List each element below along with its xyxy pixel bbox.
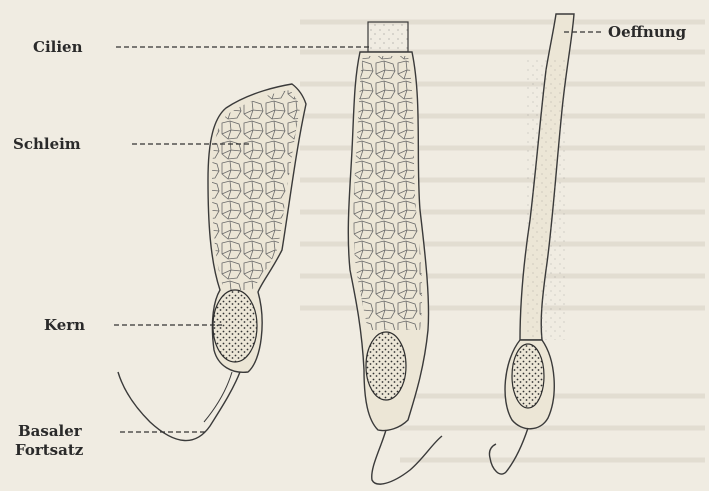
cell-middle-mucus bbox=[353, 56, 422, 330]
cell-left-mucus bbox=[212, 90, 300, 290]
cell-middle-basal-process bbox=[372, 430, 442, 484]
cell-right-nucleus bbox=[512, 344, 544, 408]
goblet-cell-left bbox=[118, 84, 306, 441]
label-basaler: Basaler bbox=[18, 422, 82, 440]
goblet-cell-middle bbox=[348, 22, 442, 484]
cell-left-nucleus bbox=[213, 290, 257, 362]
label-schleim: Schleim bbox=[13, 135, 81, 153]
label-kern: Kern bbox=[44, 316, 85, 334]
label-oeffnung: Oeffnung bbox=[608, 23, 686, 41]
cell-middle-nucleus bbox=[366, 332, 406, 400]
cell-left-basal-process bbox=[118, 372, 240, 441]
cilia-tuft bbox=[368, 22, 408, 52]
label-fortsatz: Fortsatz bbox=[15, 441, 83, 459]
label-cilien: Cilien bbox=[33, 38, 82, 56]
cell-right-basal-process bbox=[489, 428, 528, 474]
